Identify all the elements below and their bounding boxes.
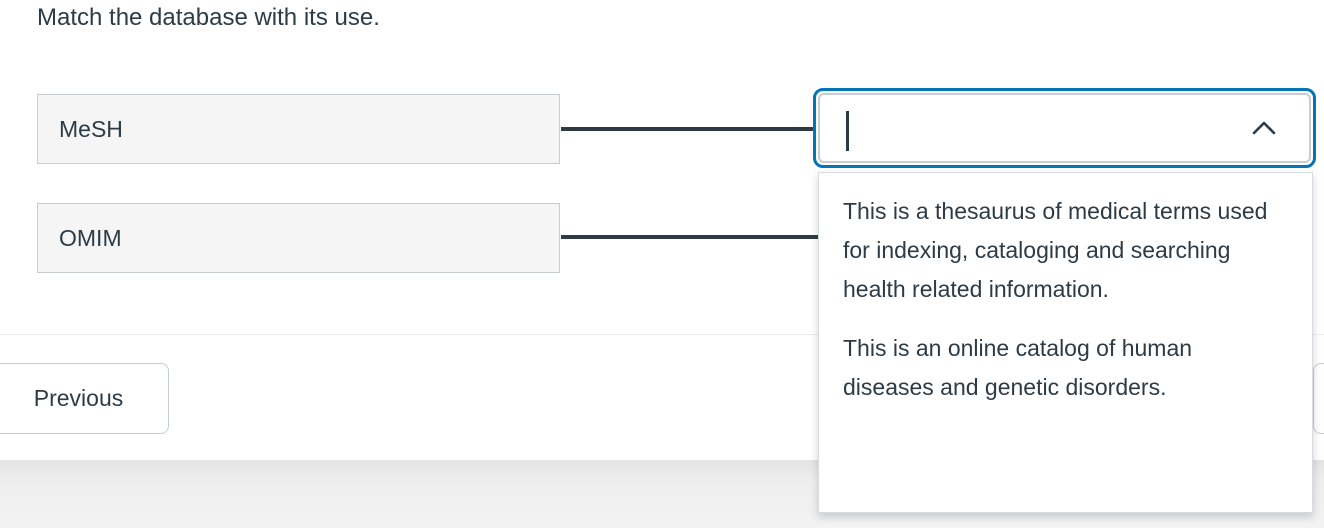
match-connector-line-mesh (561, 127, 815, 131)
answer-combobox-focus-ring (813, 88, 1316, 168)
previous-button-label: Previous (33, 385, 124, 411)
content-divider (0, 334, 1324, 335)
text-cursor (846, 111, 849, 151)
premise-label: OMIM (59, 224, 122, 251)
chevron-up-icon[interactable] (1251, 119, 1277, 137)
answer-dropdown-listbox: This is a thesaurus of medical terms use… (818, 172, 1313, 513)
dropdown-option-thesaurus[interactable]: This is a thesaurus of medical terms use… (843, 198, 1268, 302)
answer-combobox-input[interactable] (818, 93, 1311, 163)
match-connector-line-omim (561, 235, 819, 239)
premise-box-omim: OMIM (37, 203, 560, 273)
previous-button[interactable]: Previous (0, 363, 169, 434)
premise-box-mesh: MeSH (37, 94, 560, 164)
next-button-partially-hidden[interactable] (1313, 363, 1324, 434)
dropdown-option-catalog[interactable]: This is an online catalog of human disea… (843, 335, 1193, 400)
question-prompt: Match the database with its use. (37, 4, 380, 31)
premise-label: MeSH (59, 115, 123, 142)
